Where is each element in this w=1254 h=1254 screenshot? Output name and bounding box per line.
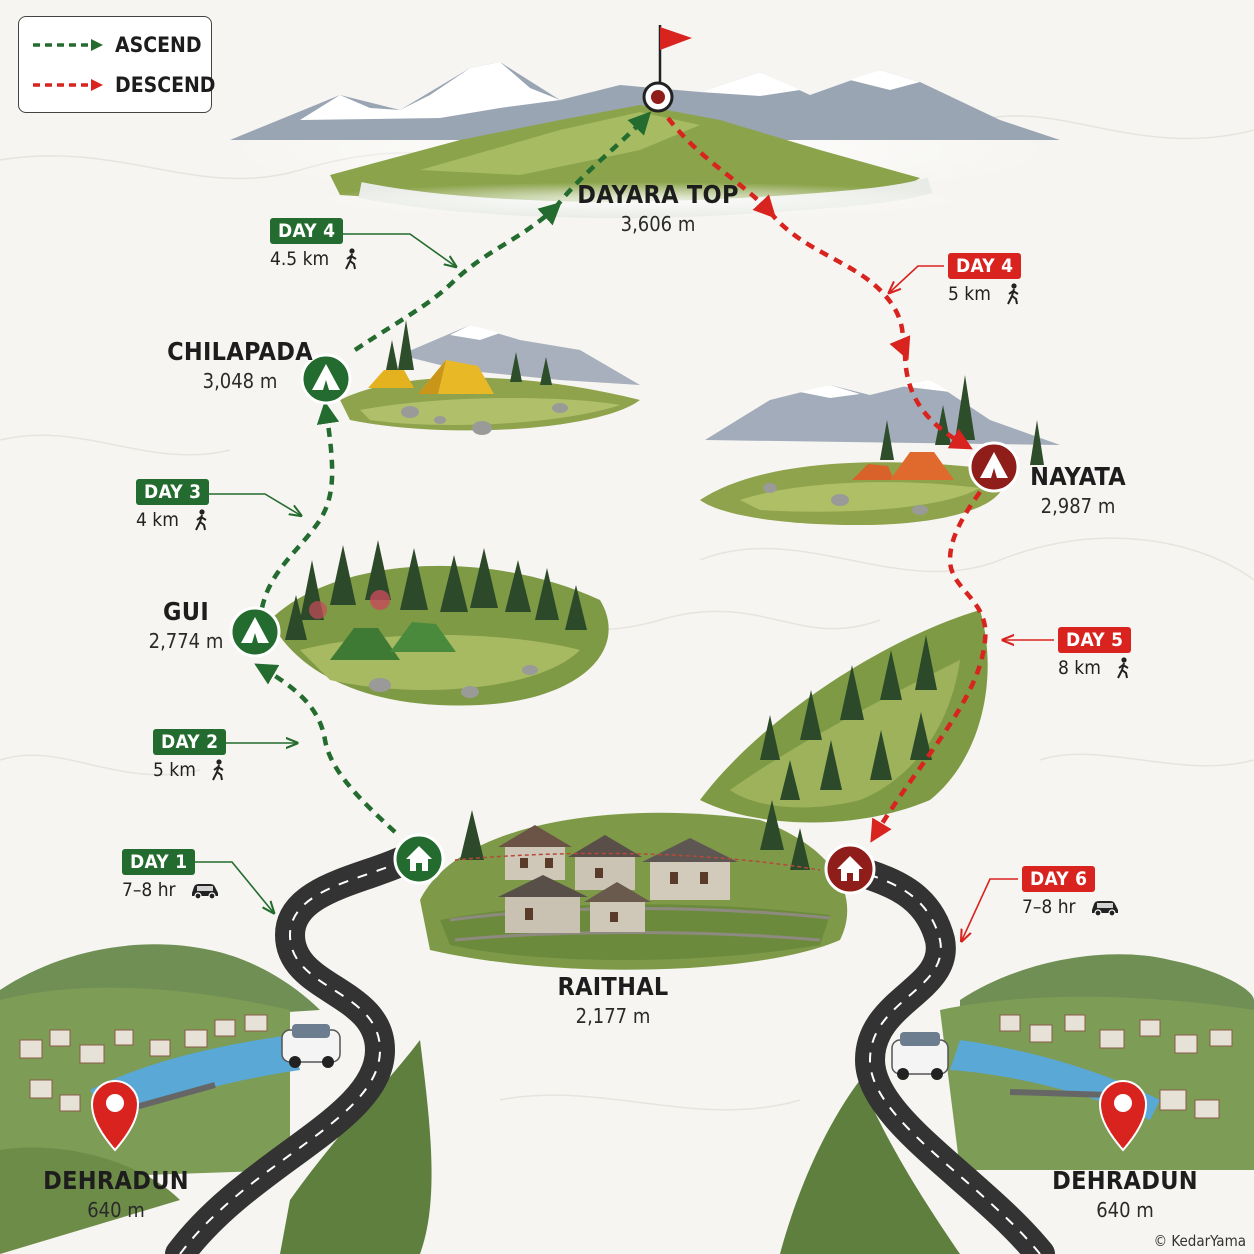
flag-icon (660, 27, 692, 50)
place-name: DEHRADUN (43, 1166, 189, 1195)
place-elevation: 640 m (1096, 1198, 1154, 1222)
day-badge: DAY 4 (270, 218, 344, 244)
place-name: GUI (163, 597, 209, 626)
gui-scene (270, 540, 609, 706)
place-name: RAITHAL (557, 972, 669, 1001)
day2-callout: DAY 2 5 km (153, 729, 227, 781)
right-location-pin-icon (1098, 1080, 1148, 1152)
day-badge: DAY 2 (153, 729, 227, 755)
forest-slope (700, 610, 988, 823)
left-car-icon (281, 1024, 341, 1068)
raithal-left-marker (393, 833, 445, 885)
legend-ascend-label: ASCEND (115, 33, 202, 57)
day-distance: 5 km (153, 759, 226, 781)
hiker-icon (1116, 657, 1129, 679)
place-name: DAYARA TOP (577, 180, 739, 209)
place-raithal: RAITHAL 2,177 m (557, 972, 668, 1028)
tent-icon (980, 452, 1008, 478)
place-elevation: 2,774 m (148, 629, 224, 653)
place-elevation: 3,048 m (202, 369, 278, 393)
car-icon (1091, 901, 1118, 916)
hiker-icon (211, 759, 224, 781)
copyright: © KedarYama (1153, 1232, 1246, 1250)
hiker-icon (194, 509, 207, 531)
nayata-marker (968, 441, 1020, 493)
raithal-scene (420, 800, 848, 970)
distance-text: 5 km (153, 759, 196, 781)
left-location-pin-icon (90, 1080, 140, 1152)
tent-icon (312, 364, 340, 390)
raithal-right-marker (824, 843, 876, 895)
day4-descend-callout: DAY 4 5 km (948, 253, 1022, 305)
distance-text: 8 km (1058, 657, 1101, 679)
hiker-icon (1006, 283, 1019, 305)
descend-route (666, 116, 988, 843)
summit-marker (642, 25, 692, 113)
distance-text: 4.5 km (270, 248, 330, 270)
place-elevation: 2,177 m (575, 1004, 651, 1028)
day6-callout: DAY 6 7–8 hr (1022, 866, 1120, 918)
car-icon (191, 884, 218, 899)
chilapada-scene (340, 320, 640, 435)
place-dehradun-right: DEHRADUN 640 m (1052, 1166, 1198, 1222)
green-dashed-arrow-icon (33, 39, 103, 51)
day-badge: DAY 6 (1022, 866, 1096, 892)
legend-descend: DESCEND (31, 73, 215, 97)
chilapada-marker (300, 353, 352, 405)
right-car-icon (891, 1032, 949, 1080)
leader-lines (180, 233, 1054, 940)
legend-descend-label: DESCEND (115, 73, 216, 97)
day1-callout: DAY 1 7–8 hr (122, 849, 220, 901)
place-elevation: 2,987 m (1040, 494, 1116, 518)
place-gui: GUI 2,774 m (149, 597, 224, 653)
home-icon (837, 856, 863, 881)
place-name: CHILAPADA (167, 337, 313, 366)
day-distance: 8 km (1058, 657, 1131, 679)
place-chilapada: CHILAPADA 3,048 m (167, 337, 313, 393)
distance-text: 7–8 hr (1022, 896, 1076, 918)
legend-ascend: ASCEND (31, 33, 202, 57)
day-distance: 4 km (136, 509, 209, 531)
tent-icon (241, 617, 269, 643)
distance-text: 4 km (136, 509, 179, 531)
place-dayara-top: DAYARA TOP 3,606 m (577, 180, 738, 236)
day-badge: DAY 3 (136, 479, 210, 505)
distance-text: 5 km (948, 283, 991, 305)
day-distance: 7–8 hr (1022, 896, 1120, 918)
hiker-icon (345, 248, 357, 270)
day5-callout: DAY 5 8 km (1058, 627, 1132, 679)
village-houses (498, 825, 738, 933)
day-badge: DAY 5 (1058, 627, 1132, 653)
distance-text: 7–8 hr (122, 879, 176, 901)
place-name: NAYATA (1030, 462, 1126, 491)
day3-callout: DAY 3 4 km (136, 479, 210, 531)
right-valley (780, 860, 1254, 1254)
gui-marker (229, 606, 281, 658)
day-distance: 5 km (948, 283, 1021, 305)
place-nayata: NAYATA 2,987 m (1030, 462, 1126, 518)
legend: ASCEND DESCEND (18, 16, 215, 113)
place-name: DEHRADUN (1052, 1166, 1198, 1195)
place-elevation: 3,606 m (620, 212, 696, 236)
home-icon (406, 846, 432, 871)
place-dehradun-left: DEHRADUN 640 m (43, 1166, 189, 1222)
place-elevation: 640 m (87, 1198, 145, 1222)
left-valley (0, 847, 432, 1254)
red-dashed-arrow-icon (33, 79, 103, 91)
day-badge: DAY 4 (948, 253, 1022, 279)
ascend-route (254, 111, 652, 834)
day-distance: 7–8 hr (122, 879, 220, 901)
day-badge: DAY 1 (122, 849, 196, 875)
day-distance: 4.5 km (270, 248, 359, 270)
day4-ascend-callout: DAY 4 4.5 km (270, 218, 359, 270)
